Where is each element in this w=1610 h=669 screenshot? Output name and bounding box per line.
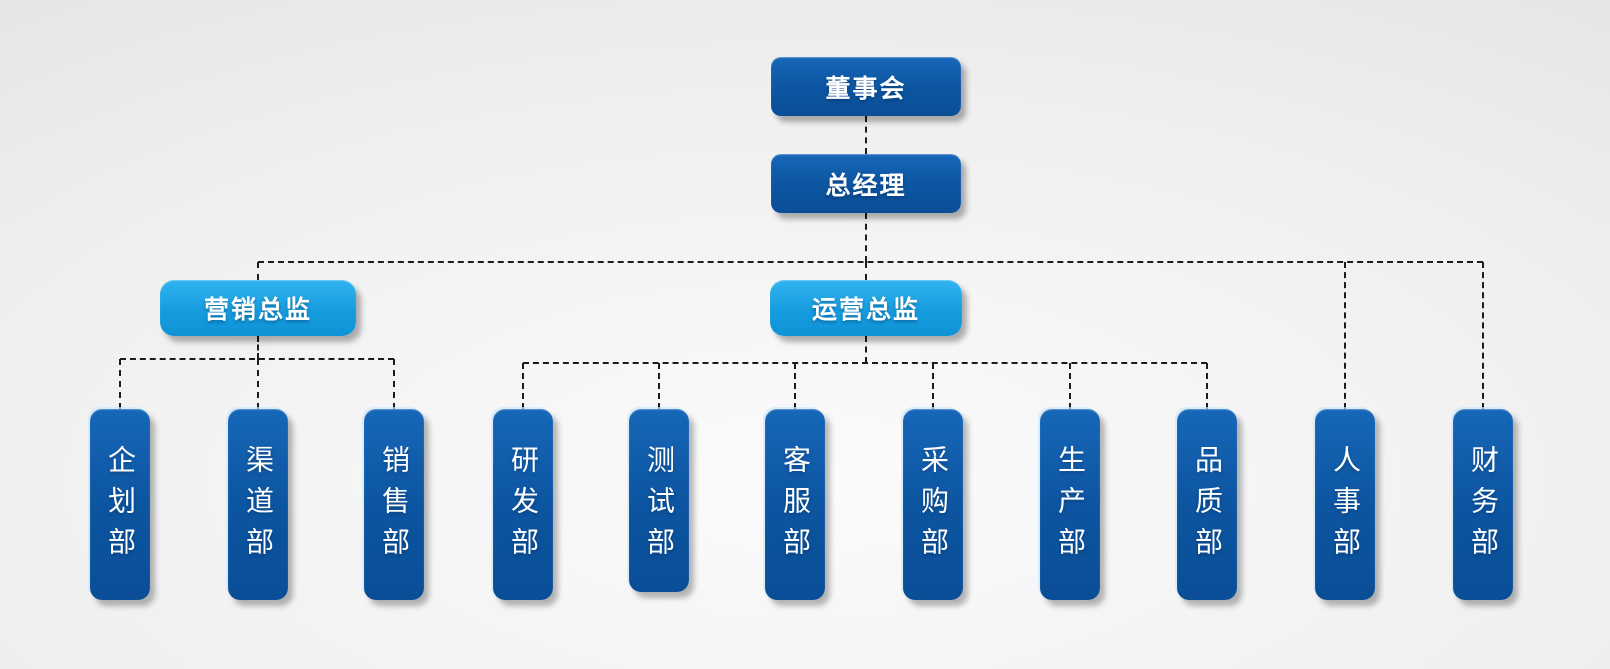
connector-trunk-finance	[1482, 262, 1484, 409]
connector-trunk	[258, 261, 1483, 263]
node-general-manager: 总经理	[771, 154, 961, 213]
dept-label: 企划部	[104, 445, 137, 568]
connector-drop-production	[1069, 363, 1071, 409]
dept-label: 研发部	[507, 445, 540, 568]
connector-drop-customer-service	[794, 363, 796, 409]
dept-label: 生产部	[1054, 445, 1087, 568]
node-general-manager-label: 总经理	[825, 170, 907, 200]
dept-hr: 人事部	[1315, 409, 1375, 600]
connector-trunk-marketing	[257, 262, 259, 280]
node-marketing-director: 营销总监	[160, 280, 356, 336]
dept-label: 渠道部	[242, 445, 275, 568]
dept-label: 人事部	[1329, 445, 1362, 568]
dept-production: 生产部	[1040, 409, 1100, 600]
connector-board-gm	[865, 116, 867, 154]
node-marketing-director-label: 营销总监	[203, 295, 312, 324]
node-operations-director: 运营总监	[770, 280, 962, 336]
dept-label: 财务部	[1467, 445, 1500, 568]
connector-drop-rnd	[522, 363, 524, 409]
dept-quality: 品质部	[1177, 409, 1237, 600]
connector-operations-children	[523, 362, 1207, 364]
connector-drop-procurement	[932, 363, 934, 409]
connector-operations-stem	[865, 336, 867, 363]
connector-marketing-stem	[257, 336, 259, 359]
node-operations-director-label: 运营总监	[811, 295, 920, 324]
connector-drop-planning	[119, 359, 121, 409]
dept-label: 客服部	[779, 445, 812, 568]
dept-label: 销售部	[378, 445, 411, 568]
connector-gm-trunk	[865, 213, 867, 262]
node-board: 董事会	[771, 57, 961, 116]
dept-sales: 销售部	[364, 409, 424, 600]
dept-planning: 企划部	[90, 409, 150, 600]
connector-drop-sales	[393, 359, 395, 409]
dept-testing: 测试部	[629, 409, 689, 592]
dept-rnd: 研发部	[493, 409, 553, 600]
connector-drop-channel	[257, 359, 259, 409]
dept-channel: 渠道部	[228, 409, 288, 600]
dept-label: 测试部	[643, 445, 676, 568]
node-board-label: 董事会	[825, 73, 907, 103]
dept-customer-service: 客服部	[765, 409, 825, 600]
connector-trunk-hr	[1344, 262, 1346, 409]
connector-drop-quality	[1206, 363, 1208, 409]
connector-drop-testing	[658, 363, 660, 409]
dept-procurement: 采购部	[903, 409, 963, 600]
dept-label: 采购部	[917, 445, 950, 568]
connector-trunk-operations	[865, 262, 867, 280]
dept-finance: 财务部	[1453, 409, 1513, 600]
dept-label: 品质部	[1191, 445, 1224, 568]
